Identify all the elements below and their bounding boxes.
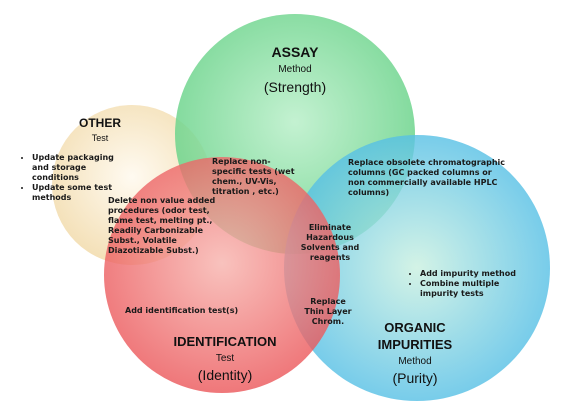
other-bullet: Update packaging and storage conditions — [32, 153, 122, 183]
identification-label: (Identity) — [197, 367, 253, 383]
identification-only-text: Add identification test(s) — [125, 306, 239, 315]
center-overlap-text: Eliminate Hazardous Solvents and reagent… — [300, 223, 360, 262]
other-type: Test — [91, 133, 109, 143]
organic-title-line1: ORGANIC — [384, 320, 446, 335]
other-title: OTHER — [79, 116, 121, 130]
identification-type: Test — [215, 353, 235, 364]
identification-circle — [104, 157, 340, 393]
assay-organic-overlap-text: Replace obsolete chromatographic columns… — [348, 158, 505, 197]
organic-type: Method — [398, 356, 432, 367]
other-bullets: Update packaging and storage conditions … — [22, 153, 122, 203]
assay-identification-overlap-text: Replace non-specific tests (wet chem., U… — [212, 157, 295, 196]
other-bullet: Update some test methods — [32, 183, 122, 203]
organic-bullets: Add impurity method Combine multiple imp… — [410, 269, 530, 299]
identification-title: IDENTIFICATION — [173, 334, 277, 349]
organic-impurities-circle — [284, 135, 550, 401]
assay-title: ASSAY — [271, 44, 319, 60]
organic-title-line2: IMPURITIES — [377, 337, 453, 352]
identification-organic-overlap-text: Replace Thin Layer Chrom. — [304, 297, 352, 326]
assay-label: (Strength) — [263, 79, 327, 95]
assay-type: Method — [278, 64, 312, 75]
organic-label: (Purity) — [392, 370, 438, 386]
organic-bullet: Add impurity method — [420, 269, 530, 279]
other-identification-overlap-text: Delete non value added procedures (odor … — [108, 196, 216, 255]
organic-bullet: Combine multiple impurity tests — [420, 279, 530, 299]
